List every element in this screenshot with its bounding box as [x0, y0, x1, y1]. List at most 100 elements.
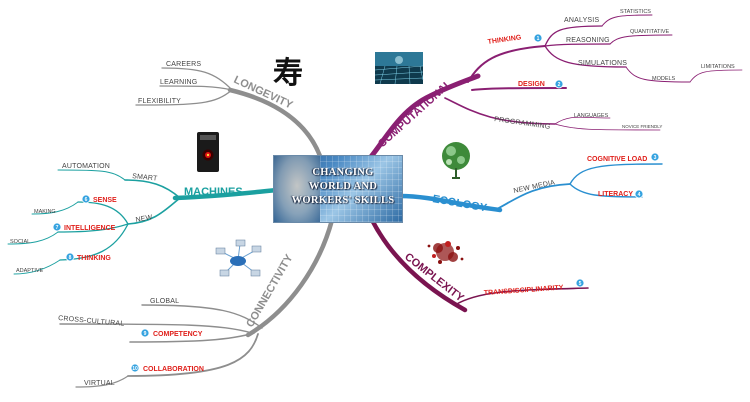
node-limitations: LIMITATIONS: [701, 64, 735, 70]
machines-trunk: [172, 187, 281, 201]
complexity-trunk: [369, 217, 468, 313]
link-reasoning: [544, 43, 611, 47]
central-title-line-2: WORLD AND: [308, 181, 378, 192]
link-careers: [161, 67, 233, 91]
badge-10: 10: [130, 363, 140, 373]
link-cross-cultural: [59, 323, 253, 334]
link-competency: [129, 332, 255, 343]
longevity-character-icon: 寿: [273, 56, 303, 91]
badge-5: 5: [575, 278, 585, 288]
badge-6: 6: [81, 194, 91, 204]
link-transdisciplinarity: [454, 287, 589, 306]
link-models: [625, 66, 691, 83]
node-analysis: ANALYSIS: [564, 17, 599, 24]
longevity-branches: [135, 67, 323, 159]
svg-text:4: 4: [638, 192, 641, 198]
link-design: [471, 87, 567, 91]
ecology-branches: [397, 163, 663, 213]
branch-label-computational: COMPUTATIONAL: [376, 78, 455, 151]
badge-1: 1: [533, 33, 543, 43]
link-statistics: [601, 14, 653, 27]
node-new: NEW: [135, 214, 153, 224]
node-thinking: THINKING: [487, 34, 522, 46]
node-novice-friendly: NOVICE FRIENDLY: [622, 124, 662, 129]
link-literacy: [569, 183, 643, 198]
link-collaboration: [127, 333, 259, 377]
node-literacy: LITERACY: [598, 191, 633, 198]
digital-grid-landscape-icon: [374, 52, 424, 85]
node-statistics: STATISTICS: [620, 9, 651, 15]
central-topic-title: CHANGING WORLD AND WORKERS' SKILLS: [284, 166, 402, 208]
link-novice: [554, 123, 661, 131]
node-making: MAKING: [34, 209, 56, 215]
node-machine-thinking: THINKING: [77, 255, 111, 262]
link-intelligence: [57, 223, 129, 233]
svg-text:10: 10: [132, 366, 138, 372]
badge-8: 8: [65, 252, 75, 262]
svg-text:3: 3: [654, 155, 657, 161]
link-limitations: [689, 69, 743, 83]
badge-4: 4: [634, 189, 644, 199]
node-adaptive: ADAPTIVE: [16, 268, 44, 274]
link-virtual: [75, 375, 129, 388]
machines-branches: [7, 169, 281, 275]
svg-text:1: 1: [537, 36, 540, 42]
node-global: GLOBAL: [150, 298, 179, 305]
badge-9: 9: [140, 328, 150, 338]
node-models: MODELS: [652, 76, 676, 82]
link-making: [31, 201, 79, 215]
node-flexibility: FLEXIBILITY: [138, 98, 181, 105]
hal-9000-device-icon: [197, 132, 219, 172]
link-cognitive-load: [569, 163, 663, 185]
node-simulations: SIMULATIONS: [578, 60, 627, 67]
link-automation: [57, 169, 126, 181]
link-languages: [554, 116, 611, 125]
ecology-trunk: [397, 193, 503, 213]
node-programming: PROGRAMMING: [494, 116, 551, 131]
node-virtual: VIRTUAL: [84, 380, 115, 387]
node-smart: SMART: [132, 173, 158, 183]
branch-label-ecology: ECOLOGY: [431, 193, 488, 214]
complexity-branches: [369, 217, 589, 313]
node-social: SOCIAL: [10, 239, 30, 245]
node-languages: LANGUAGES: [574, 113, 609, 119]
link-adaptive: [13, 259, 61, 275]
link-quantitative: [609, 34, 673, 45]
central-topic[interactable]: CHANGING WORLD AND WORKERS' SKILLS: [273, 155, 403, 223]
link-programming: [444, 97, 556, 125]
svg-text:8: 8: [69, 255, 72, 261]
node-collaboration: COLLABORATION: [143, 366, 204, 373]
network-hub-icon: [215, 239, 262, 277]
link-learning: [159, 85, 233, 91]
link-smart: [124, 179, 181, 199]
node-intelligence: INTELLIGENCE: [64, 225, 116, 232]
node-transdisciplinarity: TRANSDISCIPLINARITY: [484, 284, 564, 297]
svg-text:5: 5: [579, 281, 582, 287]
link-thinking: [467, 45, 546, 83]
link-new-media: [494, 183, 571, 211]
node-reasoning: REASONING: [566, 37, 610, 44]
svg-text:9: 9: [144, 331, 147, 337]
node-automation: AUTOMATION: [62, 163, 110, 170]
central-topic-grid-image: [320, 156, 402, 222]
connectivity-trunk: [245, 217, 335, 338]
node-new-media: NEW MEDIA: [513, 179, 556, 195]
green-globe-tree-icon: [442, 142, 470, 179]
computational-trunk: [367, 73, 481, 161]
badge-7: 7: [52, 222, 62, 232]
node-cross-cultural: CROSS-CULTURAL: [58, 315, 125, 328]
link-analysis: [544, 25, 603, 47]
node-design: DESIGN: [518, 81, 545, 88]
connectivity-branches: [59, 217, 335, 388]
badge-2: 2: [554, 79, 564, 89]
node-sense: SENSE: [93, 197, 117, 204]
node-learning: LEARNING: [160, 79, 197, 86]
svg-text:2: 2: [558, 82, 561, 88]
svg-text:6: 6: [85, 197, 88, 203]
link-sense: [77, 201, 129, 225]
link-new: [127, 197, 181, 225]
computational-branches: [367, 14, 743, 161]
central-title-line-3: WORKERS' SKILLS: [291, 195, 395, 206]
